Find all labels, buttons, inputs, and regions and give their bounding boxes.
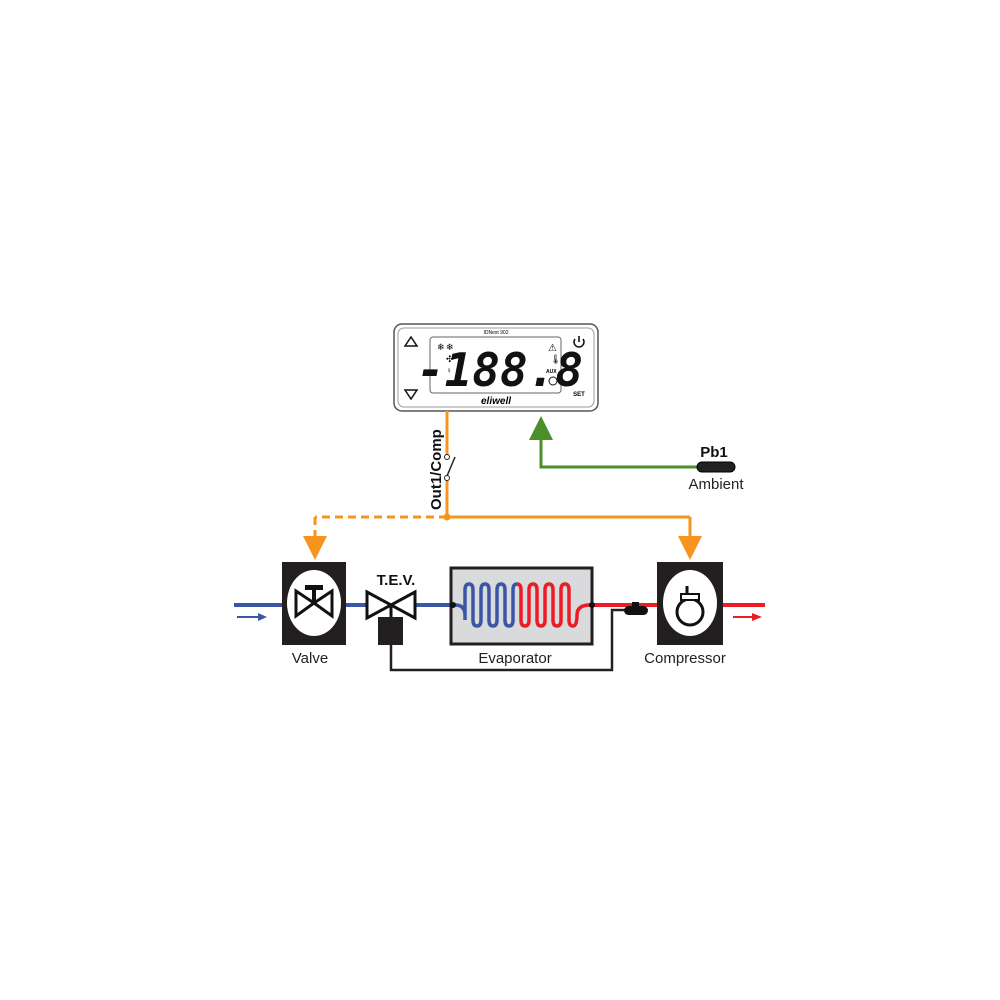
output-label: Out1/Comp — [428, 429, 445, 510]
compressor — [657, 562, 723, 645]
alarm-icon: ⚠ — [548, 343, 557, 354]
probe-sensor — [696, 461, 736, 473]
snowflake-icon: ❄ — [437, 342, 445, 352]
up-button[interactable] — [403, 335, 419, 347]
brand-logo: eliwell — [481, 396, 511, 407]
energy-icon — [548, 376, 558, 386]
tev-label: T.E.V. — [377, 572, 416, 589]
relay-switch — [446, 456, 456, 477]
compressor-label: Compressor — [644, 650, 726, 667]
defrost-icon: ❄ — [446, 342, 454, 352]
controller-unit: IDNext 902 -188.8 ❄ ❄ ✣ ♀ ⚠ 🌡 AUX SET el… — [393, 323, 599, 412]
aux-label: AUX — [546, 369, 557, 375]
sensing-bulb-line — [389, 608, 625, 672]
probe-name: Pb1 — [700, 444, 728, 461]
evaporator-label: Evaporator — [478, 650, 551, 667]
sensing-bulb — [624, 606, 648, 615]
probe-location: Ambient — [688, 476, 744, 493]
thermostatic-expansion-valve — [365, 589, 648, 672]
down-button[interactable] — [403, 389, 419, 401]
valve-label: Valve — [292, 650, 328, 667]
fan-icon: ✣ — [446, 354, 454, 364]
model-label: IDNext 902 — [483, 330, 508, 336]
light-icon: ♀ — [446, 366, 452, 375]
evaporator — [449, 566, 595, 646]
probe-wiring — [529, 416, 736, 473]
output-wiring — [303, 411, 702, 560]
power-button[interactable] — [573, 336, 585, 348]
display-readout: -188.8 — [417, 343, 583, 397]
set-button[interactable]: SET — [573, 392, 585, 398]
solenoid-valve — [282, 562, 346, 645]
thermometer-icon: 🌡 — [550, 354, 561, 364]
